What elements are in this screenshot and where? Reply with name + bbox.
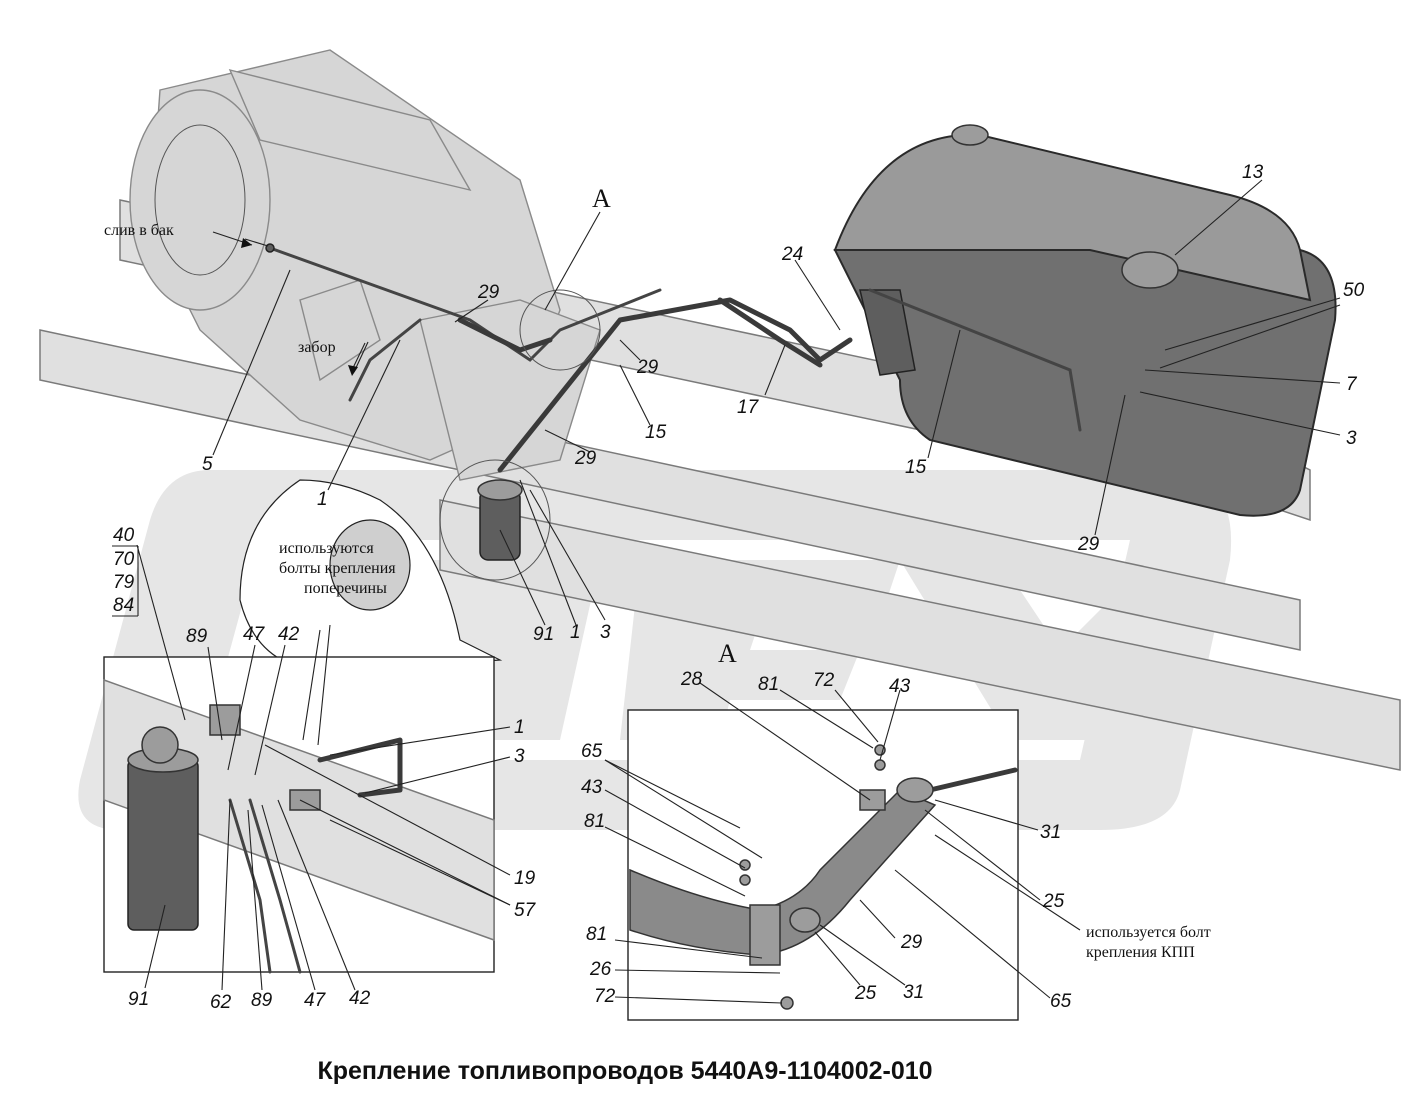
view-letter-a-bottom: А bbox=[718, 639, 737, 668]
leader-lines-right-detail bbox=[604, 682, 1081, 1004]
callout-17: 17 bbox=[737, 397, 760, 418]
callout-81: 81 bbox=[758, 674, 779, 695]
callout-72: 72 bbox=[813, 670, 835, 691]
bolts-note-line2: болты крепления bbox=[279, 560, 396, 577]
callout-62: 62 bbox=[210, 992, 232, 1013]
callout-65: 65 bbox=[581, 741, 603, 762]
stack-item-40: 40 bbox=[113, 525, 135, 546]
callout-15: 15 bbox=[645, 422, 667, 443]
callout-29: 29 bbox=[1077, 534, 1100, 555]
callout-28: 28 bbox=[680, 669, 703, 690]
callout-25: 25 bbox=[1042, 891, 1065, 912]
engine bbox=[129, 49, 601, 481]
callout-47: 47 bbox=[304, 990, 327, 1011]
callout-89: 89 bbox=[251, 990, 273, 1011]
fuel-filter bbox=[439, 289, 601, 581]
fuel-tank bbox=[833, 124, 1337, 517]
left-detail-callouts: 89 47 42 1 3 19 57 91 62 89 47 42 bbox=[128, 624, 537, 1013]
callout-3: 3 bbox=[1346, 428, 1357, 449]
callout-65: 65 bbox=[1050, 991, 1072, 1012]
annotation-notes: слив в бак забор используются болты креп… bbox=[104, 184, 1211, 961]
callout-19: 19 bbox=[514, 868, 536, 889]
kpp-bolt-note-line1: используется болт bbox=[1086, 924, 1211, 941]
callout-72: 72 bbox=[594, 986, 616, 1007]
flow-arrows bbox=[212, 231, 369, 376]
callout-1: 1 bbox=[570, 622, 581, 643]
callout-29: 29 bbox=[477, 282, 500, 303]
callout-89: 89 bbox=[186, 626, 208, 647]
right-detail-view bbox=[629, 744, 1018, 1010]
callout-81: 81 bbox=[586, 924, 607, 945]
callout-7: 7 bbox=[1346, 374, 1358, 395]
leader-lines bbox=[136, 179, 1341, 746]
callout-29: 29 bbox=[900, 932, 923, 953]
callout-24: 24 bbox=[781, 244, 803, 265]
callout-42: 42 bbox=[349, 988, 371, 1009]
callout-1: 1 bbox=[514, 717, 525, 738]
callout-42: 42 bbox=[278, 624, 300, 645]
callout-3: 3 bbox=[600, 622, 611, 643]
kpp-bolt-note-line2: крепления КПП bbox=[1086, 944, 1195, 961]
callout-29: 29 bbox=[636, 357, 659, 378]
callout-5: 5 bbox=[202, 454, 213, 475]
part-number-stack: 40 70 79 84 bbox=[112, 525, 139, 617]
intake-note: забор bbox=[298, 339, 336, 356]
callout-13: 13 bbox=[1242, 162, 1264, 183]
right-detail-callouts: 28 81 72 43 65 43 81 31 25 29 81 26 72 2… bbox=[581, 669, 1072, 1012]
callout-3: 3 bbox=[514, 746, 525, 767]
callout-31: 31 bbox=[1040, 822, 1061, 843]
callout-15: 15 bbox=[905, 457, 927, 478]
callout-91: 91 bbox=[128, 989, 149, 1010]
callout-47: 47 bbox=[243, 624, 266, 645]
bolts-note-line1: используются bbox=[279, 540, 374, 557]
fuel-lines bbox=[265, 243, 853, 473]
leader-lines-left-detail bbox=[144, 644, 511, 991]
bolts-note-line3: поперечины bbox=[304, 580, 387, 597]
drain-to-tank-note: слив в бак bbox=[104, 222, 174, 239]
callout-26: 26 bbox=[589, 959, 612, 980]
callout-50: 50 bbox=[1343, 280, 1365, 301]
callout-43: 43 bbox=[581, 777, 603, 798]
callout-29: 29 bbox=[574, 448, 597, 469]
callout-1: 1 bbox=[317, 489, 328, 510]
left-detail-view bbox=[103, 678, 495, 974]
main-view-callouts: 13 24 50 7 3 29 29 29 29 15 15 17 5 1 91… bbox=[202, 162, 1365, 645]
diagram-title: Крепление топливопроводов 5440А9-1104002… bbox=[317, 1057, 932, 1085]
view-letter-a-top: А bbox=[592, 184, 611, 213]
stack-item-84: 84 bbox=[113, 595, 134, 616]
callout-43: 43 bbox=[889, 676, 911, 697]
stack-item-70: 70 bbox=[113, 549, 135, 570]
callout-91: 91 bbox=[533, 624, 554, 645]
callout-81: 81 bbox=[584, 811, 605, 832]
callout-31: 31 bbox=[903, 982, 924, 1003]
detail-frame-right bbox=[627, 709, 1019, 1021]
stack-item-79: 79 bbox=[113, 572, 135, 593]
callout-57: 57 bbox=[514, 900, 537, 921]
callout-25: 25 bbox=[854, 983, 877, 1004]
